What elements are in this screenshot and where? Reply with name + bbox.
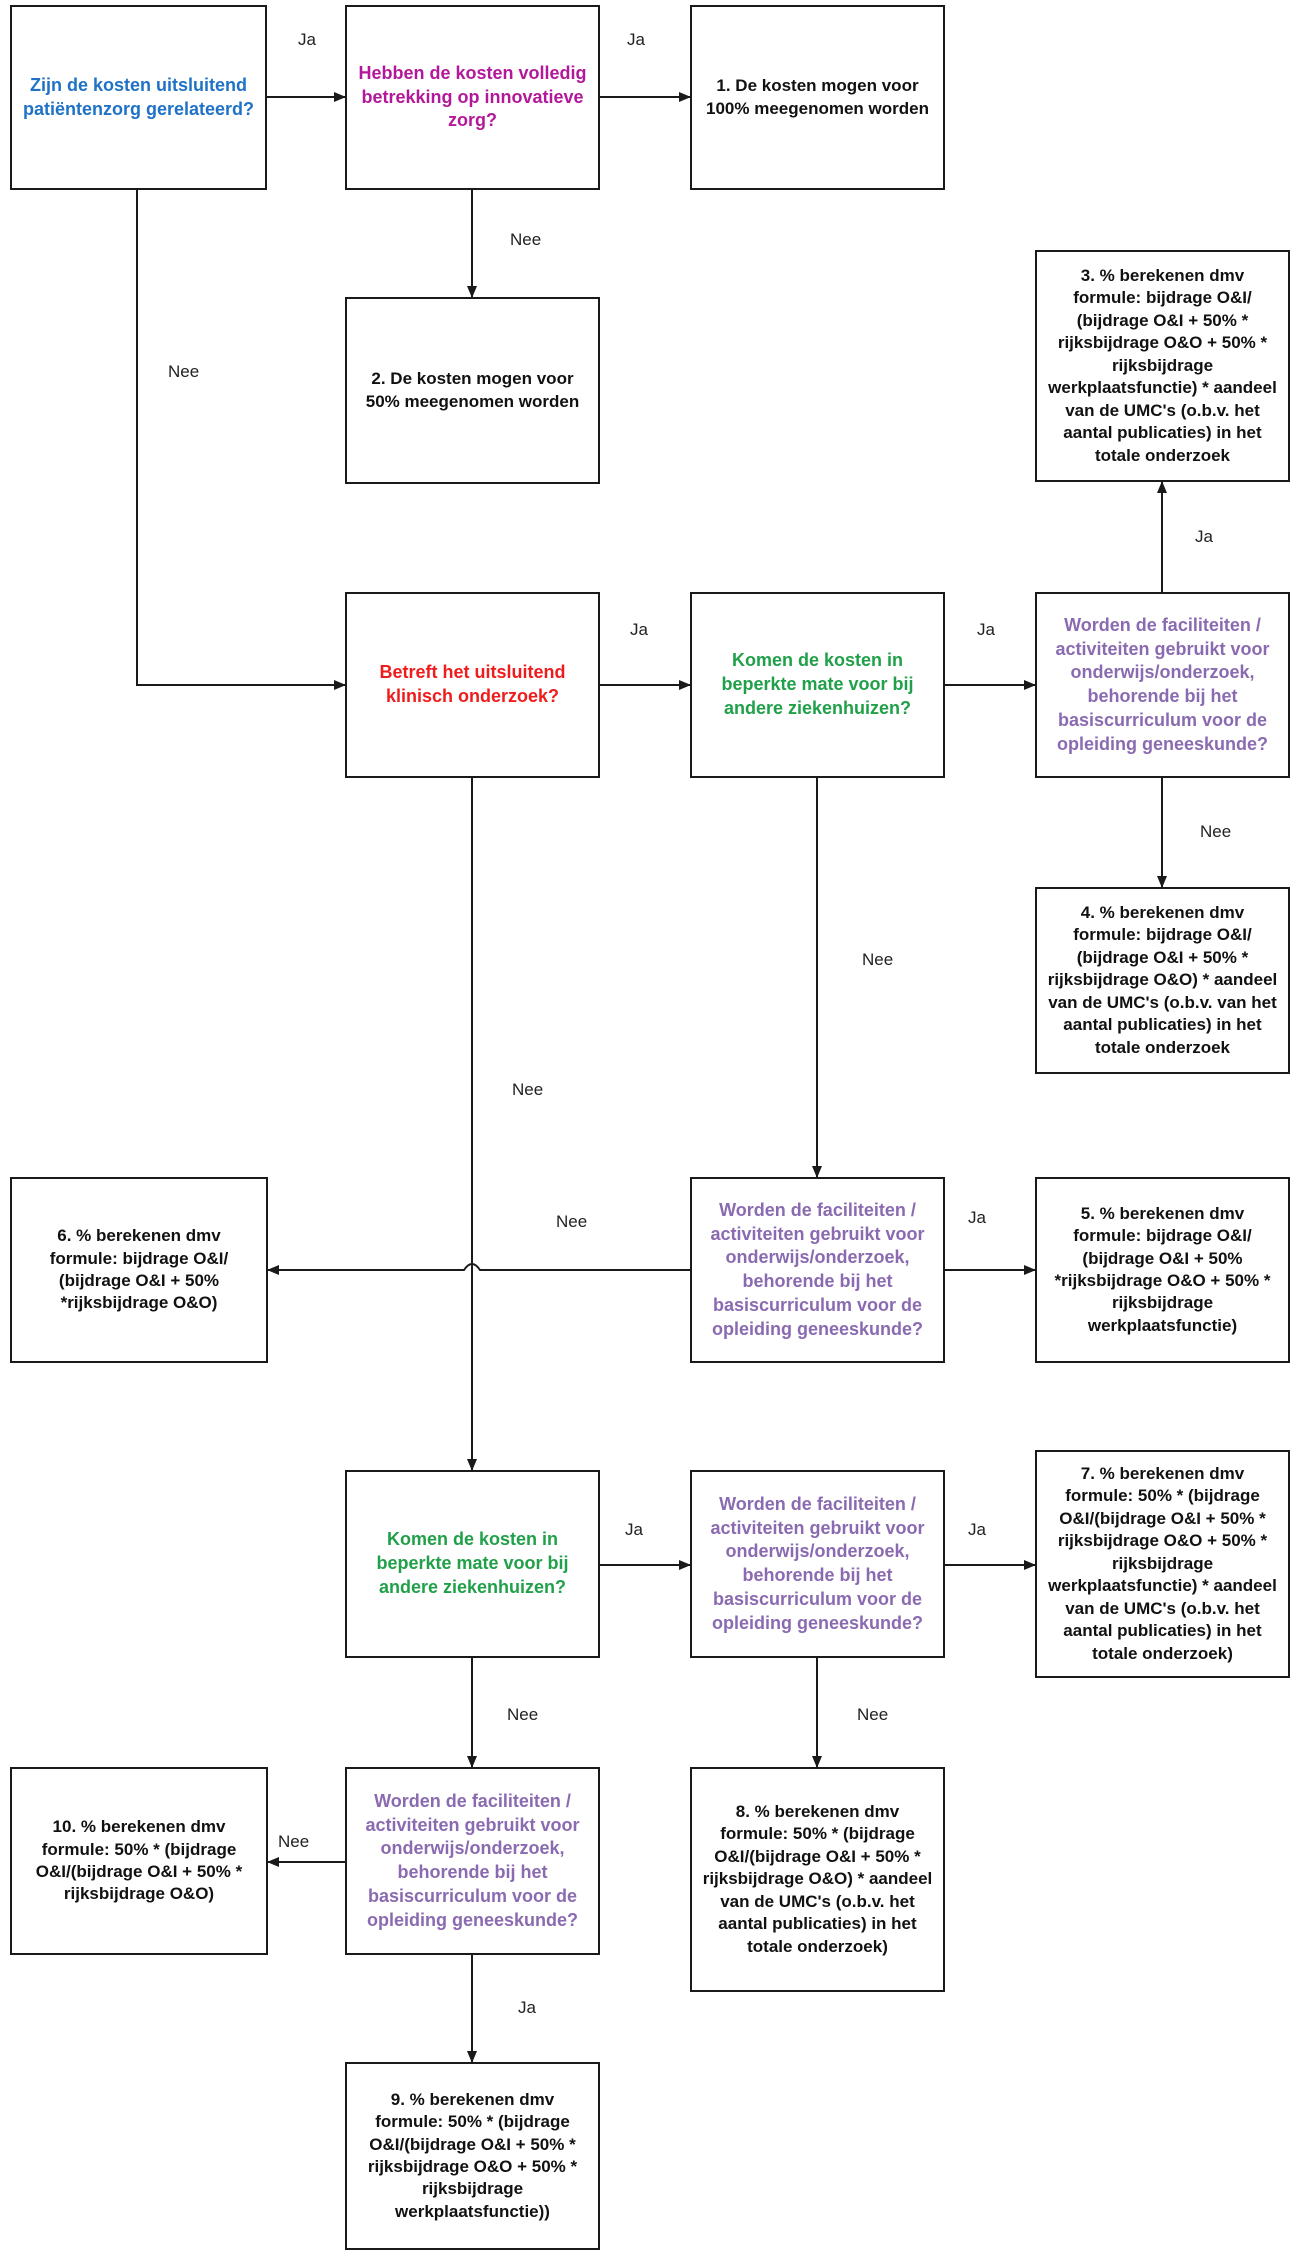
question-facilities-2-text: Worden de faciliteiten / activiteiten ge… <box>710 1199 925 1339</box>
edge-label-fac2-r5: Ja <box>968 1208 986 1227</box>
question-other-hospitals-1-text: Komen de kosten in beperkte mate voor bi… <box>721 650 914 718</box>
edge-label-patient-clinical: Nee <box>168 362 200 381</box>
edge-label-hosp2-fac4: Nee <box>507 1705 539 1724</box>
question-innovative-care: Hebben de kosten volledig betrekking op … <box>345 5 600 190</box>
edge-label-clinical-hosp1: Ja <box>630 620 648 639</box>
result-7-text: 7. % berekenen dmv formule: 50% * (bijdr… <box>1048 1464 1277 1663</box>
result-4: 4. % berekenen dmv formule: bijdrage O&I… <box>1035 887 1290 1074</box>
result-1-text: 1. De kosten mogen voor 100% meegenomen … <box>706 76 929 118</box>
result-7: 7. % berekenen dmv formule: 50% * (bijdr… <box>1035 1450 1290 1678</box>
question-facilities-1: Worden de faciliteiten / activiteiten ge… <box>1035 592 1290 778</box>
result-8-text: 8. % berekenen dmv formule: 50% * (bijdr… <box>702 1801 933 1956</box>
edge-label-fac1-r4: Nee <box>1200 822 1232 841</box>
result-5: 5. % berekenen dmv formule: bijdrage O&I… <box>1035 1177 1290 1363</box>
edge-label-hosp2-fac3: Ja <box>625 1520 643 1539</box>
question-facilities-3: Worden de faciliteiten / activiteiten ge… <box>690 1470 945 1658</box>
edge-label-innovative-r2: Nee <box>510 230 542 249</box>
result-3: 3. % berekenen dmv formule: bijdrage O&I… <box>1035 250 1290 482</box>
question-facilities-3-text: Worden de faciliteiten / activiteiten ge… <box>710 1493 925 1633</box>
edge-label-patient-innovative: Ja <box>298 30 316 49</box>
question-facilities-4: Worden de faciliteiten / activiteiten ge… <box>345 1767 600 1955</box>
result-2-text: 2. De kosten mogen voor 50% meegenomen w… <box>365 369 580 411</box>
edge-label-hosp1-fac1: Ja <box>977 620 995 639</box>
edge-fac2-to-r6 <box>267 1263 690 1275</box>
result-10-text: 10. % berekenen dmv formule: 50% * (bijd… <box>35 1817 243 1904</box>
question-facilities-2: Worden de faciliteiten / activiteiten ge… <box>690 1177 945 1363</box>
edge-label-fac3-r7: Ja <box>968 1520 986 1539</box>
edge-label-clinical-hosp2: Nee <box>512 1080 544 1099</box>
edge-label-hosp1-fac2: Nee <box>862 950 894 969</box>
result-1: 1. De kosten mogen voor 100% meegenomen … <box>690 5 945 190</box>
result-6: 6. % berekenen dmv formule: bijdrage O&I… <box>10 1177 268 1363</box>
edge-patient-to-clinical <box>136 190 346 690</box>
edge-label-fac4-r10: Nee <box>278 1832 310 1851</box>
question-clinical-research-text: Betreft het uitsluitend klinisch onderzo… <box>379 662 566 706</box>
result-4-text: 4. % berekenen dmv formule: bijdrage O&I… <box>1047 902 1278 1057</box>
result-2: 2. De kosten mogen voor 50% meegenomen w… <box>345 297 600 484</box>
question-other-hospitals-1: Komen de kosten in beperkte mate voor bi… <box>690 592 945 778</box>
question-innovative-care-text: Hebben de kosten volledig betrekking op … <box>358 62 587 131</box>
edge-label-fac4-r9: Ja <box>518 1998 536 2017</box>
result-3-text: 3. % berekenen dmv formule: bijdrage O&I… <box>1048 266 1277 465</box>
question-facilities-1-text: Worden de faciliteiten / activiteiten ge… <box>1055 614 1270 754</box>
edge-label-innovative-r1: Ja <box>627 30 645 49</box>
question-facilities-4-text: Worden de faciliteiten / activiteiten ge… <box>365 1790 580 1930</box>
result-8: 8. % berekenen dmv formule: 50% * (bijdr… <box>690 1767 945 1992</box>
edge-label-fac2-r6: Nee <box>556 1212 588 1231</box>
question-other-hospitals-2-text: Komen de kosten in beperkte mate voor bi… <box>376 1529 569 1597</box>
result-9: 9. % berekenen dmv formule: 50% * (bijdr… <box>345 2062 600 2250</box>
result-10: 10. % berekenen dmv formule: 50% * (bijd… <box>10 1767 268 1955</box>
question-clinical-research: Betreft het uitsluitend klinisch onderzo… <box>345 592 600 778</box>
question-other-hospitals-2: Komen de kosten in beperkte mate voor bi… <box>345 1470 600 1658</box>
result-9-text: 9. % berekenen dmv formule: 50% * (bijdr… <box>367 2089 578 2221</box>
edge-label-r3-link: Ja <box>1195 527 1213 546</box>
edge-label-fac3-r8: Nee <box>857 1705 889 1724</box>
question-patient-care-text: Zijn de kosten uitsluitend patiëntenzorg… <box>22 74 255 119</box>
result-6-text: 6. % berekenen dmv formule: bijdrage O&I… <box>49 1226 229 1313</box>
result-5-text: 5. % berekenen dmv formule: bijdrage O&I… <box>1054 1203 1271 1335</box>
question-patient-care: Zijn de kosten uitsluitend patiëntenzorg… <box>10 5 267 190</box>
